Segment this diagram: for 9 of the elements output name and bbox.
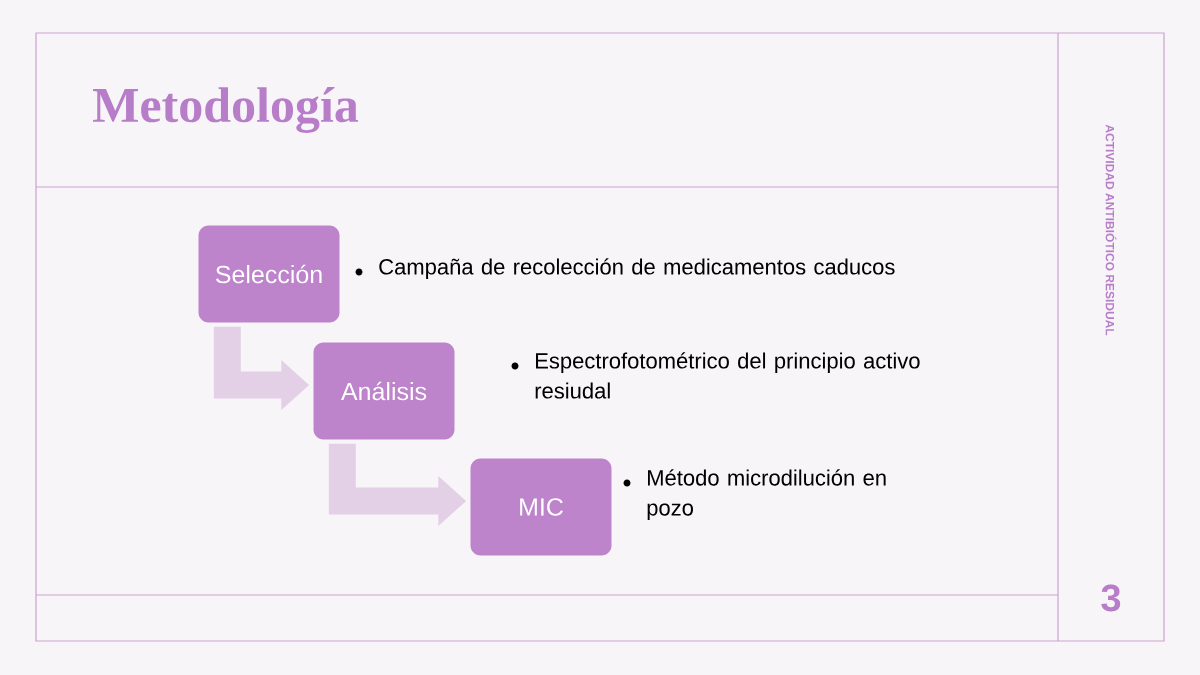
bullet-text: Espectrofotométrico del principio activo resiudal: [535, 352, 920, 399]
process-box: MIC: [470, 458, 612, 556]
vertical-caption: ACTIVIDAD ANTIBIÓTICO RESIDUAL: [1105, 124, 1117, 336]
process-box: Análisis: [313, 342, 455, 440]
process-box: Selección: [198, 225, 340, 323]
bullet-text: Método microdilución en pozo: [647, 469, 886, 520]
page-number: 3: [1101, 584, 1121, 612]
title: Metodología: [93, 87, 359, 133]
bullet-text: Campaña de recolección de medicamentos caducos: [379, 258, 895, 279]
